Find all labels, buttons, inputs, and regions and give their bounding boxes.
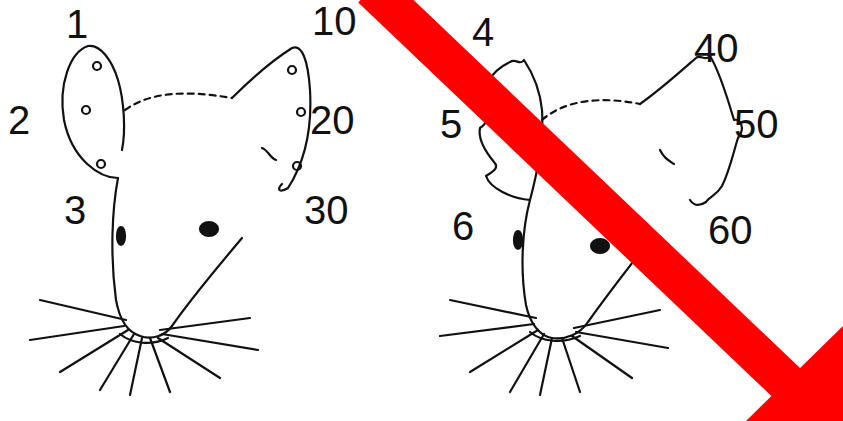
callout-number: 2 (8, 100, 30, 140)
callout-number: 5 (440, 104, 462, 144)
callout-number: 40 (694, 28, 739, 68)
callout-number: 6 (452, 206, 474, 246)
callout-number: 3 (64, 190, 86, 230)
callout-number: 10 (312, 1, 357, 41)
callout-number: 30 (304, 190, 349, 230)
callout-number: 50 (734, 104, 779, 144)
callout-number: 60 (708, 210, 753, 250)
callout-number: 20 (310, 100, 355, 140)
callout-number: 1 (66, 4, 88, 44)
red-arrow (372, 0, 843, 421)
callout-number: 4 (472, 12, 494, 52)
